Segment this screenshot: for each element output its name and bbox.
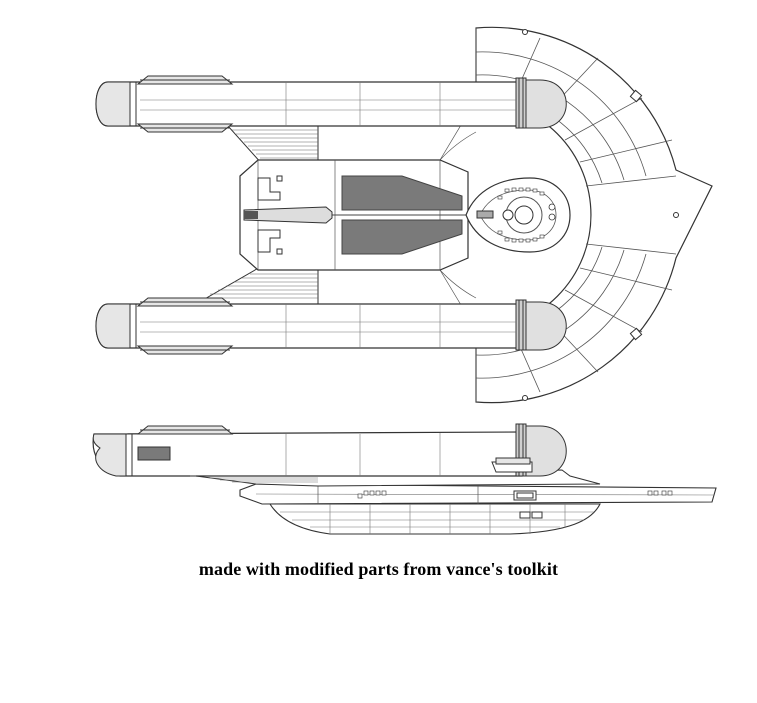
- nacelle-intake-panel: [137, 446, 171, 461]
- engineering-hull: [239, 159, 469, 271]
- lower-nacelle: [95, 297, 567, 355]
- torpedo-barrel: [243, 206, 333, 224]
- hull-panel-lower: [341, 219, 463, 255]
- top-view: [95, 26, 713, 404]
- bridge-dome: [465, 177, 571, 253]
- hull-panel-upper: [341, 175, 463, 211]
- upper-pylon: [226, 125, 319, 165]
- side-saucer-rim: [239, 483, 717, 505]
- side-view: [92, 423, 717, 535]
- side-saucer-lens: [269, 503, 601, 535]
- saucer-outline: [475, 26, 713, 404]
- side-nacelle: [92, 423, 567, 477]
- upper-nacelle: [95, 75, 567, 133]
- blueprint-caption: made with modified parts from vance's to…: [198, 559, 559, 579]
- saucer-section: [475, 26, 713, 404]
